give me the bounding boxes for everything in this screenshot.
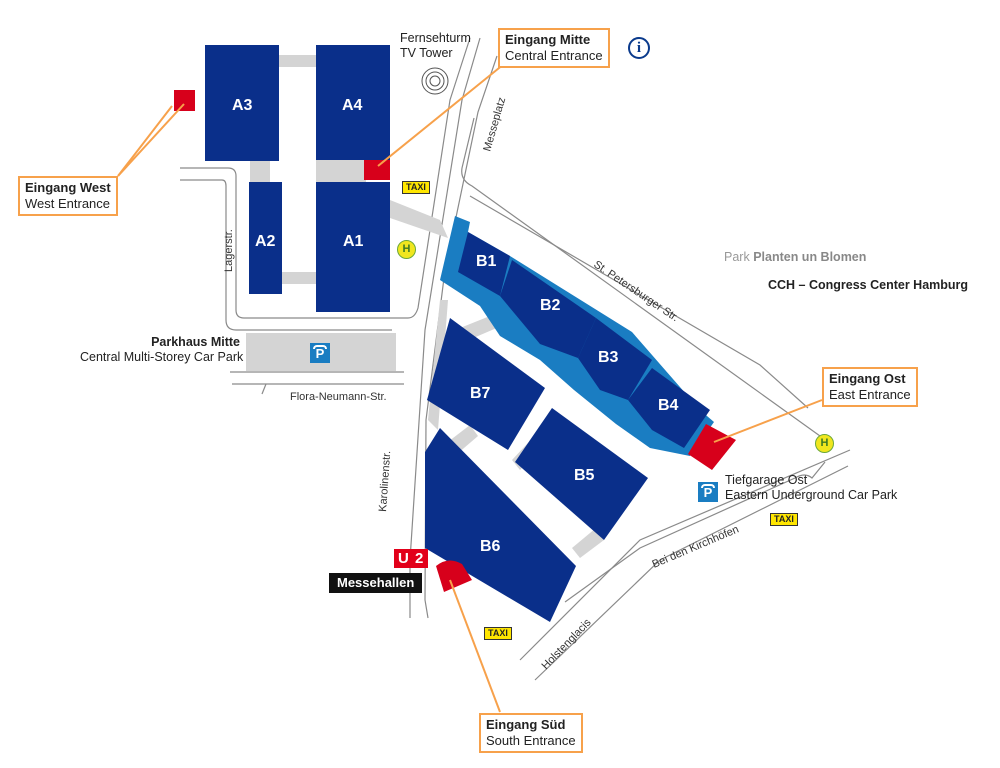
walkway-a4-a1 xyxy=(316,160,366,182)
callout-entrance-ost[interactable]: Eingang Ost East Entrance xyxy=(822,367,918,407)
entrance-west-de: Eingang West xyxy=(25,180,111,195)
leader-west xyxy=(117,103,185,177)
label-b4: B4 xyxy=(658,397,679,414)
label-b6: B6 xyxy=(480,538,501,555)
label-b1: B1 xyxy=(476,253,497,270)
hall-a3[interactable] xyxy=(205,45,279,161)
street-flora-2 xyxy=(261,383,267,395)
street-label-petersburger: St. Petersburger Str. xyxy=(591,259,680,325)
bus-stop-icon-west: H xyxy=(397,240,416,259)
walkway-b5-b6 xyxy=(572,528,604,558)
parking-letter: P xyxy=(703,485,713,500)
street-kirchhoefen-2 xyxy=(534,465,849,681)
label-a1: A1 xyxy=(343,233,364,250)
park-label: Park Planten un Blomen xyxy=(724,250,866,265)
tiefgarage-ost-label: Tiefgarage Ost Eastern Underground Car P… xyxy=(725,473,897,503)
entrance-mitte-marker[interactable] xyxy=(364,160,390,180)
label-b7: B7 xyxy=(470,385,491,402)
tv-tower-label-en: TV Tower xyxy=(400,46,453,60)
street-label-kirchhoefen: Bei den Kirchhöfen xyxy=(650,523,740,570)
tv-tower-icon xyxy=(421,67,449,95)
street-lines xyxy=(180,37,851,681)
callout-entrance-west[interactable]: Eingang West West Entrance xyxy=(18,176,118,216)
walkway-a3-a4 xyxy=(278,55,318,67)
hall-b6[interactable] xyxy=(425,428,576,622)
label-b2: B2 xyxy=(540,297,561,314)
label-a4: A4 xyxy=(342,97,363,114)
hall-b4[interactable] xyxy=(628,368,710,448)
park-name: Planten un Blomen xyxy=(753,250,867,264)
parking-letter: P xyxy=(315,346,325,361)
entrance-west-en: West Entrance xyxy=(25,196,111,211)
street-petersburger-outer xyxy=(469,195,809,409)
hall-b3[interactable] xyxy=(578,318,652,400)
callout-entrance-mitte[interactable]: Eingang Mitte Central Entrance xyxy=(498,28,610,68)
parking-roof-icon xyxy=(313,345,327,349)
street-label-holstenglacis: Holstenglacis xyxy=(540,616,594,672)
tv-tower-label: Fernsehturm TV Tower xyxy=(400,31,471,61)
street-label-messeplatz: Messeplatz xyxy=(481,96,508,153)
hall-b2[interactable] xyxy=(500,260,596,358)
leader-mitte xyxy=(377,63,505,167)
callout-entrance-sued[interactable]: Eingang Süd South Entrance xyxy=(479,713,583,753)
street-petersburger-inner xyxy=(461,117,821,437)
entrance-west-marker[interactable] xyxy=(174,90,195,111)
entrance-ost-marker[interactable] xyxy=(688,424,736,470)
hall-b5[interactable] xyxy=(515,408,648,540)
tiefgarage-ost-en: Eastern Underground Car Park xyxy=(725,488,898,502)
label-b3: B3 xyxy=(598,349,619,366)
entrance-markers xyxy=(174,90,736,592)
entrance-sued-de: Eingang Süd xyxy=(486,717,566,732)
callout-leaders xyxy=(117,63,823,713)
taxi-icon-south: TAXI xyxy=(484,627,512,640)
parkhaus-mitte-en: Central Multi-Storey Car Park xyxy=(80,350,244,364)
halls-b xyxy=(425,232,710,622)
hall-b1[interactable] xyxy=(458,232,510,296)
label-b5: B5 xyxy=(574,467,595,484)
tv-tower-label-de: Fernsehturm xyxy=(400,31,471,45)
info-icon[interactable]: i xyxy=(628,37,650,59)
street-kirchhoefen-1 xyxy=(519,449,851,661)
taxi-icon-east: TAXI xyxy=(770,513,798,526)
leader-west-2 xyxy=(117,105,173,177)
parking-icon-mitte[interactable]: P xyxy=(310,343,330,363)
entrance-ost-de: Eingang Ost xyxy=(829,371,906,386)
label-a3: A3 xyxy=(232,97,253,114)
street-kirchhoefen-3 xyxy=(564,461,826,603)
metro-line-badge: U 2 xyxy=(394,549,429,568)
cch-label: CCH – Congress Center Hamburg xyxy=(768,278,969,292)
tiefgarage-ost-de: Tiefgarage Ost xyxy=(725,473,808,487)
entrance-sued-en: South Entrance xyxy=(486,733,576,748)
street-label-karolinen: Karolinenstr. xyxy=(377,450,393,512)
label-a2: A2 xyxy=(255,233,276,250)
parkhaus-mitte-de: Parkhaus Mitte xyxy=(151,335,240,349)
street-label-flora: Flora-Neumann-Str. xyxy=(290,391,387,403)
leader-ost xyxy=(713,399,823,443)
street-lagerstr-outer xyxy=(180,37,471,319)
park-prefix: Park xyxy=(724,250,750,264)
parking-icon-ost[interactable]: P xyxy=(698,482,718,502)
halls-a xyxy=(205,45,390,312)
entrance-sued-marker[interactable] xyxy=(436,560,472,592)
hall-b7[interactable] xyxy=(427,318,545,450)
walkway-a3-a2 xyxy=(250,160,270,182)
hall-a2[interactable] xyxy=(249,182,282,294)
leader-sued xyxy=(449,579,501,713)
metro-station-label[interactable]: Messehallen xyxy=(329,573,423,593)
hall-a4[interactable] xyxy=(316,45,390,160)
entrance-mitte-de: Eingang Mitte xyxy=(505,32,591,47)
entrance-ost-en: East Entrance xyxy=(829,387,911,402)
bus-stop-icon-east: H xyxy=(815,434,834,453)
parkhaus-mitte-label: Parkhaus Mitte Central Multi-Storey Car … xyxy=(80,335,244,365)
street-lagerstr-inner xyxy=(180,179,392,331)
walkway-a2-a1 xyxy=(280,272,316,284)
walkway-a1-b1 xyxy=(390,200,448,238)
entrance-mitte-en: Central Entrance xyxy=(505,48,603,63)
street-label-lagerstr: Lagerstr. xyxy=(223,229,235,272)
parking-roof-icon xyxy=(701,484,715,488)
taxi-icon-north: TAXI xyxy=(402,181,430,194)
hall-a1[interactable] xyxy=(316,182,390,312)
